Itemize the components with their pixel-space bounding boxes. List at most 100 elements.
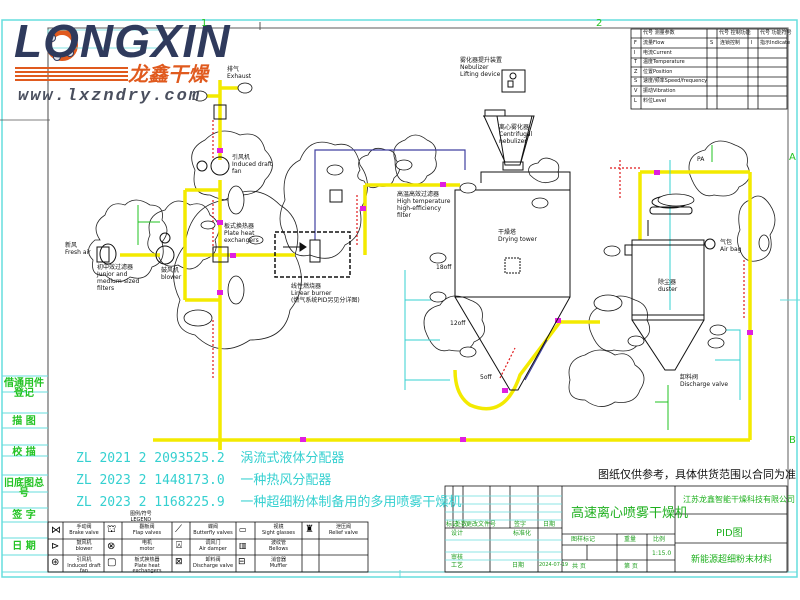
legend-code: L: [634, 98, 637, 104]
patent-number: ZL 2023 2 1448173.0: [76, 473, 225, 488]
label-text: Plate heat: [224, 229, 255, 237]
instrument-bubbles: [183, 82, 770, 358]
green-air-lines: [137, 145, 713, 430]
label-text: Bellows: [268, 545, 289, 552]
blower-icon: ⊳: [51, 541, 60, 552]
label-text: Flap valves: [132, 529, 162, 536]
rev-header-sign: 签字: [514, 521, 527, 528]
brand-logo-cn: 龙鑫干燥: [128, 62, 208, 86]
date-label: 日期: [512, 562, 525, 569]
label-text: 干燥塔: [498, 229, 517, 236]
label-text: filter: [397, 211, 411, 219]
label-text: 气包: [720, 239, 733, 246]
label-text: (燃气系统PID另见分详图): [291, 296, 360, 304]
label-text: Discharge valve: [192, 562, 234, 569]
brand-url[interactable]: www.lxzndry.com: [18, 87, 202, 106]
stage-label: 图样标记: [571, 536, 596, 543]
side-label-check: 校 描: [12, 447, 36, 458]
drying-tower: [454, 171, 571, 391]
label-text: 引风机: [232, 154, 251, 161]
label-text: 线性燃烧器: [291, 283, 322, 290]
side-block-grid: [2, 375, 48, 556]
sheet-number: 第 页: [624, 563, 638, 570]
weight-label: 重量: [624, 536, 637, 543]
label-text: Lifting device: [460, 70, 501, 78]
label-text: Sight glasses: [262, 529, 295, 536]
instrument-legend-grid: [630, 28, 788, 110]
legend-param: 速度/频率Speed/frequency: [643, 78, 708, 84]
label-text: 板式换热器: [134, 557, 160, 563]
zone-row-a: A: [789, 152, 796, 163]
material-name: 新能源超细粉末材料: [691, 555, 773, 565]
label-text: Linear burner: [291, 289, 332, 297]
label-valve-5off: 5off: [480, 374, 492, 381]
label-text: 电机: [141, 540, 152, 546]
legend-code: T: [634, 59, 638, 65]
brake-valve-icon: ⋈: [51, 525, 61, 536]
label-text: Induced draft: [232, 160, 273, 168]
label-text: 离心雾化器: [499, 124, 530, 131]
scale-value: 1:15.0: [652, 550, 672, 557]
legend-code: S: [634, 78, 638, 84]
legend-param: 位置Position: [643, 69, 673, 75]
row-process: 工艺: [451, 562, 464, 569]
patent-title: 一种热风分配器: [240, 473, 332, 488]
date-value: 2024-07-19: [539, 562, 569, 568]
bellows-icon: ▥: [239, 541, 247, 550]
patent-title: 一种超细粉体制备用的多用喷雾干燥机: [240, 495, 462, 510]
row-review: 审核: [451, 554, 464, 561]
label-text: Centrifugal: [499, 130, 533, 138]
title-block-revision-lines: [445, 495, 562, 561]
sight-glass-icon: ▭: [239, 525, 247, 534]
label-text: 蝶阀: [207, 524, 218, 530]
logo-mark: [15, 29, 164, 81]
company-name: 江苏龙鑫智能干燥科技有限公司: [683, 495, 795, 504]
label-text: nebulizer: [499, 137, 527, 145]
plate-hx-icon: ▢: [107, 557, 117, 568]
legend-header-control: 代号 控制功能: [719, 30, 751, 36]
legend-function: 指示Indicate: [760, 40, 791, 46]
label-text: 初中效过滤器: [97, 264, 134, 271]
patent-1: ZL 2021 2 2093525.2 涡流式液体分配器: [76, 452, 344, 465]
label-text: Muffler: [269, 562, 288, 569]
side-label-trace: 描 图: [12, 416, 36, 427]
symbol-legend-title: 图例/符号 LEGEND: [130, 511, 152, 523]
label-text: Junior and: [97, 270, 128, 278]
product-name: 高速离心喷雾干燥机: [571, 506, 689, 521]
legend-param: 电流Current: [643, 50, 672, 56]
label-text: Discharge valve: [680, 380, 729, 388]
brand-logo: LONGXIN: [14, 15, 231, 67]
side-label-sign: 签 字: [12, 510, 36, 521]
label-text: 卸料阀: [205, 557, 221, 563]
label-text: 卸料阀: [680, 374, 699, 381]
legend-code: V: [634, 88, 638, 94]
legend-param: 温度Temperature: [643, 59, 685, 65]
row-standard: 标准化: [513, 530, 532, 537]
label-text: 调风门: [205, 540, 221, 546]
label-text: duster: [658, 285, 678, 293]
legend-code: F: [634, 40, 637, 46]
scale-label: 比例: [653, 536, 666, 543]
side-label-old-no: 旧底图总号: [4, 478, 44, 499]
flap-valve-icon: ⛫: [107, 524, 117, 535]
label-text: blower: [75, 545, 93, 552]
revision-clouds: [88, 130, 776, 407]
patent-title: 涡流式液体分配器: [240, 451, 345, 466]
rev-header-doc: 更改文件号: [466, 521, 497, 528]
